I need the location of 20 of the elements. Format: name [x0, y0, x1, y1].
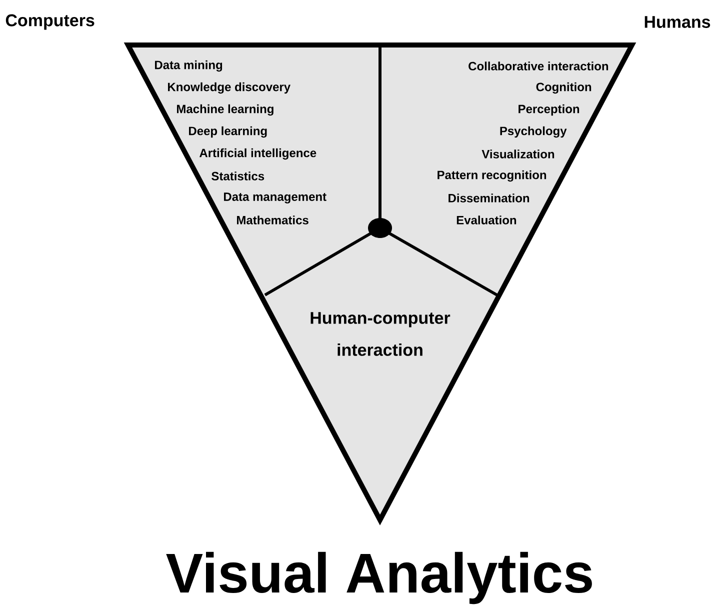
list-item: Collaborative interaction — [468, 62, 608, 70]
list-item: Evaluation — [456, 216, 516, 224]
list-item: Mathematics — [237, 216, 308, 224]
list-item: Psychology — [500, 126, 567, 138]
list-item: Deep learning — [189, 126, 267, 138]
heading: Computers — [6, 14, 94, 30]
heading: Humans — [644, 16, 710, 28]
list-item: Dissemination — [448, 194, 530, 202]
list-item: Knowledge discovery — [168, 82, 290, 94]
list-item: Pattern recognition — [438, 170, 546, 182]
list-item: Cognition — [536, 82, 592, 94]
title: Visual Analytics — [166, 552, 592, 604]
list-item: Data management — [224, 192, 326, 204]
list-item: Machine learning — [177, 104, 274, 116]
list-item: Perception — [518, 104, 580, 116]
list-item: Artificial intelligence — [200, 148, 316, 160]
list-item: Visualization — [482, 150, 554, 158]
list-item: Data mining — [155, 60, 222, 72]
region-label: Human-computer interaction — [310, 312, 450, 356]
list-item: Statistics — [212, 172, 264, 180]
